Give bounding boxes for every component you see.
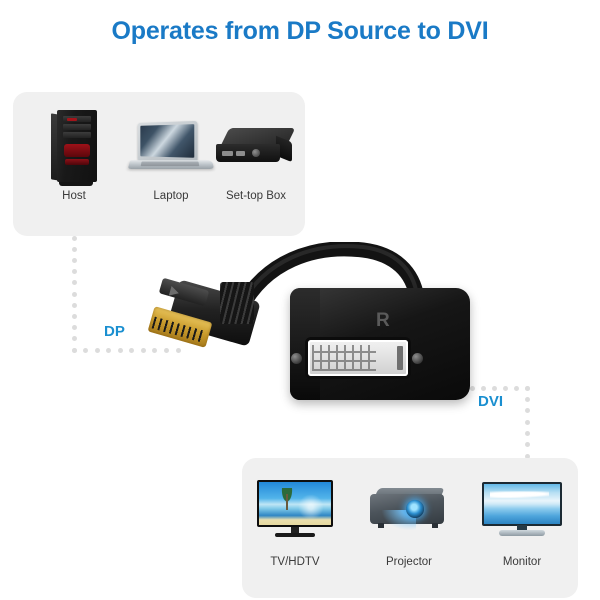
dvi-flat-blade bbox=[397, 346, 403, 370]
path-dot bbox=[71, 302, 77, 308]
device-monitor: Monitor bbox=[467, 474, 577, 568]
path-dot bbox=[106, 347, 112, 353]
brand-logo-icon: R bbox=[376, 310, 390, 331]
device-label: Monitor bbox=[502, 556, 542, 568]
device-label: Projector bbox=[385, 556, 433, 568]
dvi-connector-label: DVI bbox=[478, 393, 504, 410]
path-dot bbox=[524, 453, 530, 459]
device-label: Set-top Box bbox=[225, 190, 287, 202]
path-dot bbox=[524, 430, 530, 436]
page-title: Operates from DP Source to DVI bbox=[111, 17, 489, 45]
path-dot bbox=[71, 291, 77, 297]
dvi-screw-left-icon bbox=[291, 353, 302, 364]
dvi-screw-right-icon bbox=[412, 353, 423, 364]
path-dot bbox=[71, 336, 77, 342]
path-dot bbox=[163, 347, 169, 353]
device-label: TV/HDTV bbox=[270, 556, 320, 568]
path-dot bbox=[83, 347, 89, 353]
path-dot bbox=[175, 347, 181, 353]
television-icon bbox=[240, 474, 350, 552]
path-dot bbox=[129, 347, 135, 353]
dvi-pin-grid bbox=[312, 345, 376, 371]
displayport-to-dvi-adapter: R bbox=[147, 240, 490, 430]
dvi-female-housing: R bbox=[290, 288, 470, 400]
adapter-cable bbox=[235, 242, 425, 314]
device-laptop: Laptop bbox=[116, 108, 226, 202]
path-dot bbox=[524, 419, 530, 425]
path-dot bbox=[71, 325, 77, 331]
path-dot bbox=[117, 347, 123, 353]
desktop-tower-icon bbox=[19, 108, 129, 186]
set-top-box-icon bbox=[201, 108, 311, 186]
path-dot bbox=[71, 257, 77, 263]
device-set-top-box: Set-top Box bbox=[201, 108, 311, 202]
path-dot bbox=[71, 347, 77, 353]
device-projector: Projector bbox=[354, 474, 464, 568]
displayport-male-plug bbox=[147, 276, 280, 358]
path-dot bbox=[492, 385, 497, 391]
dp-grip-ridges bbox=[220, 282, 254, 324]
path-dot bbox=[481, 385, 487, 391]
path-dot bbox=[470, 385, 476, 391]
projector-icon bbox=[354, 474, 464, 552]
path-dot bbox=[524, 408, 530, 414]
source-devices-panel: Host Laptop bbox=[13, 92, 305, 236]
path-dot bbox=[140, 347, 146, 353]
path-dot bbox=[524, 442, 530, 448]
path-dot bbox=[513, 385, 519, 391]
display-devices-panel: TV/HDTV Projector bbox=[242, 458, 578, 598]
path-dot bbox=[524, 396, 530, 402]
monitor-icon bbox=[467, 474, 577, 552]
path-dot bbox=[71, 235, 77, 241]
device-host: Host bbox=[19, 108, 129, 202]
path-dot bbox=[71, 313, 77, 319]
path-dot bbox=[71, 280, 77, 286]
device-label: Host bbox=[62, 190, 86, 202]
path-dot bbox=[71, 246, 77, 252]
path-dot bbox=[94, 347, 100, 353]
device-tv: TV/HDTV bbox=[240, 474, 350, 568]
dp-pin-row bbox=[151, 316, 205, 343]
path-dot bbox=[152, 347, 158, 353]
dvi-front-face bbox=[290, 288, 320, 400]
path-dot bbox=[502, 385, 508, 391]
path-dot bbox=[524, 385, 530, 391]
dp-connector-label: DP bbox=[104, 323, 125, 340]
path-dot bbox=[71, 269, 77, 275]
dvi-female-port bbox=[308, 340, 408, 376]
device-label: Laptop bbox=[153, 190, 189, 202]
